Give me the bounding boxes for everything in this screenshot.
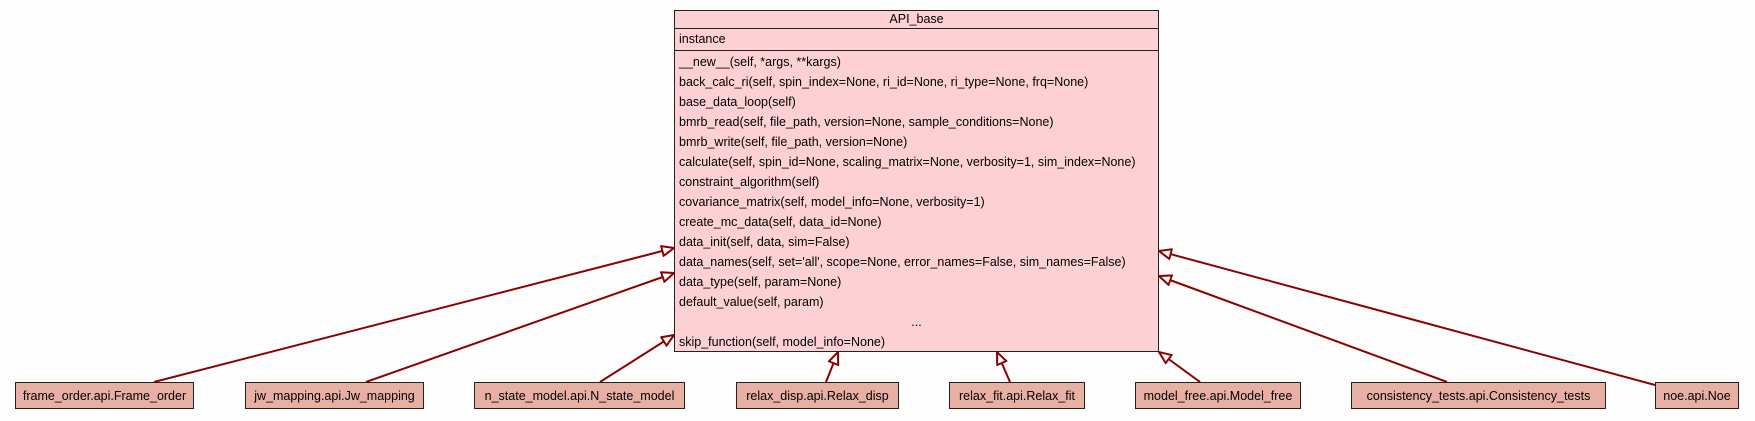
class-name: API_base <box>675 11 1158 29</box>
api-base-class[interactable]: API_base instance __new__(self, *args, *… <box>674 10 1159 352</box>
method: default_value(self, param) <box>679 295 824 309</box>
subclass-model-free[interactable]: model_free.api.Model_free <box>1135 382 1301 409</box>
method: data_names(self, set='all', scope=None, … <box>679 255 1126 269</box>
inheritance-arrow <box>1159 276 1448 383</box>
inheritance-arrow <box>1159 352 1201 383</box>
inheritance-arrow <box>599 335 674 383</box>
inheritance-arrow <box>153 248 674 383</box>
method: data_type(self, param=None) <box>679 275 842 289</box>
method: covariance_matrix(self, model_info=None,… <box>679 195 985 209</box>
attribute-instance: instance <box>679 32 726 46</box>
subclass-noe[interactable]: noe.api.Noe <box>1655 382 1739 409</box>
method: __new__(self, *args, **kargs) <box>679 55 841 69</box>
method: create_mc_data(self, data_id=None) <box>679 215 882 229</box>
method: constraint_algorithm(self) <box>679 175 820 189</box>
subclass-frame-order[interactable]: frame_order.api.Frame_order <box>15 382 194 409</box>
subclass-relax-disp[interactable]: relax_disp.api.Relax_disp <box>736 382 899 409</box>
subclass-n-state-model[interactable]: n_state_model.api.N_state_model <box>474 382 685 409</box>
method: calculate(self, spin_id=None, scaling_ma… <box>679 155 1136 169</box>
method: base_data_loop(self) <box>679 95 796 109</box>
inheritance-arrow <box>1159 251 1656 386</box>
method: data_init(self, data, sim=False) <box>679 235 850 249</box>
methods-ellipsis: ... <box>911 315 922 329</box>
method: bmrb_read(self, file_path, version=None,… <box>679 115 1054 129</box>
inheritance-arrow <box>825 352 838 383</box>
subclass-relax-fit[interactable]: relax_fit.api.Relax_fit <box>949 382 1085 409</box>
inheritance-arrow <box>997 352 1011 383</box>
subclass-jw-mapping[interactable]: jw_mapping.api.Jw_mapping <box>245 382 424 409</box>
method: bmrb_write(self, file_path, version=None… <box>679 135 908 149</box>
method: back_calc_ri(self, spin_index=None, ri_i… <box>679 75 1089 89</box>
method: skip_function(self, model_info=None) <box>679 335 886 349</box>
subclass-consistency-tests[interactable]: consistency_tests.api.Consistency_tests <box>1351 382 1606 409</box>
inheritance-arrow <box>365 273 674 383</box>
class-attributes: instance <box>675 29 1158 51</box>
class-methods: __new__(self, *args, **kargs) back_calc_… <box>675 51 1158 352</box>
